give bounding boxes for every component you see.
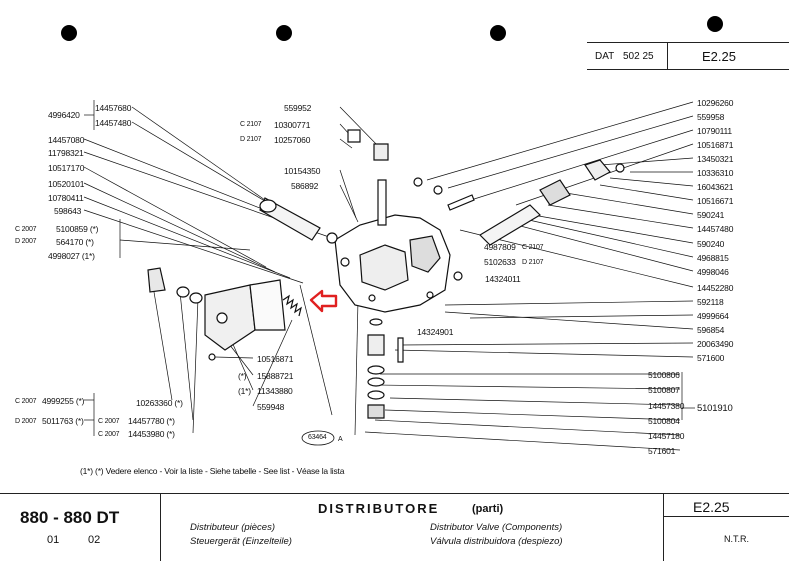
part-number: 559958 xyxy=(697,112,725,122)
part-number: 559948 xyxy=(257,402,285,412)
list-note: (1*) (*) Vedere elenco - Voir la liste -… xyxy=(80,466,345,476)
part-number: 4998046 xyxy=(697,267,729,277)
part-number: 10516871 xyxy=(697,140,734,150)
punch-hole xyxy=(61,25,77,41)
part-number: 11343880 xyxy=(257,386,293,396)
part-number: 14457480 xyxy=(95,118,132,128)
part-number: 598643 xyxy=(54,206,82,216)
part-number: 14457180 xyxy=(648,431,685,441)
part-number: 5100807 xyxy=(648,385,680,395)
ntr-label: N.T.R. xyxy=(724,534,750,544)
part-number: 10300771 xyxy=(274,120,311,130)
part-number: 10257060 xyxy=(274,135,311,145)
part-number: 10516871 xyxy=(257,354,294,364)
part-number: 5102633 xyxy=(484,257,516,267)
variant-label: D 2007 xyxy=(15,418,37,425)
title-de: Steuergerät (Einzelteile) xyxy=(190,536,292,547)
highlight-arrow xyxy=(309,289,338,313)
part-number: (*) xyxy=(238,371,247,381)
variant-label: D 2107 xyxy=(240,136,262,143)
title-it-sub: (parti) xyxy=(472,503,504,515)
page-code: E2.25 xyxy=(702,49,736,64)
dat-value: 502 25 xyxy=(623,51,654,62)
part-number: 15888721 xyxy=(257,371,294,381)
part-number: 10520101 xyxy=(48,179,85,189)
model-name: 880 - 880 DT xyxy=(20,508,120,527)
part-number: (1*) xyxy=(238,386,251,396)
group-number: 5101910 xyxy=(697,403,733,414)
variant-label: C 2007 xyxy=(98,418,120,425)
part-number: 14457480 xyxy=(697,224,734,234)
variant-label: C 2007 xyxy=(98,431,120,438)
header-box: DAT 502 25 E2.25 xyxy=(587,42,789,70)
part-number: 559952 xyxy=(284,103,312,113)
part-number: 4996420 xyxy=(48,110,80,120)
title-es: Válvula distribuidora (despiezo) xyxy=(430,536,563,547)
part-number: 14453980 (*) xyxy=(128,429,175,439)
part-number: 4968815 xyxy=(697,253,729,263)
part-number: 20063490 xyxy=(697,339,734,349)
part-number: 14457380 xyxy=(648,401,685,411)
part-number: 14324901 xyxy=(417,327,454,337)
part-number: 596854 xyxy=(697,325,725,335)
date-a: 01 xyxy=(47,534,60,546)
part-number: 4999664 xyxy=(697,311,729,321)
part-number: 571601 xyxy=(648,446,676,456)
variant-label: C 2107 xyxy=(240,121,262,128)
footer: 880 - 880 DT 01 02 DISTRIBUTORE (parti) … xyxy=(0,493,789,561)
part-number: 5100804 xyxy=(648,416,680,426)
variant-label: C 2007 xyxy=(15,398,37,405)
part-number: 11798321 xyxy=(48,148,84,158)
date-b: 02 xyxy=(88,534,101,546)
title-fr: Distributeur (pièces) xyxy=(190,522,275,533)
dat-label: DAT xyxy=(595,51,615,62)
punch-hole xyxy=(490,25,506,41)
part-number: 590241 xyxy=(697,210,725,220)
variant-label: C 2107 xyxy=(522,244,544,251)
part-number: 590240 xyxy=(697,239,725,249)
part-number: 5100859 (*) xyxy=(56,224,99,234)
part-number: 4998027 (1*) xyxy=(48,251,95,261)
part-number: 10263360 (*) xyxy=(136,398,183,408)
variant-label: C 2007 xyxy=(15,226,37,233)
punch-hole xyxy=(276,25,292,41)
part-number: 14457080 xyxy=(48,135,85,145)
title-en: Distributor Valve (Components) xyxy=(430,522,563,533)
part-number: 571600 xyxy=(697,353,725,363)
part-number: 5011763 (*) xyxy=(42,416,84,426)
part-number: 4999255 (*) xyxy=(42,396,85,406)
exploded-diagram xyxy=(83,100,695,451)
variant-label: D 2007 xyxy=(15,238,37,245)
part-number: 14324011 xyxy=(485,274,521,284)
part-number: 10780411 xyxy=(48,193,84,203)
part-number: 14457780 (*) xyxy=(128,416,175,426)
figure-suffix: A xyxy=(338,436,343,443)
part-number: 10336310 xyxy=(697,168,734,178)
part-number: 10154350 xyxy=(284,166,321,176)
part-number: 14452280 xyxy=(697,283,734,293)
part-number: 5100806 xyxy=(648,370,680,380)
part-number: 10790111 xyxy=(697,126,732,136)
part-number: 4987809 xyxy=(484,242,516,252)
part-number: 586892 xyxy=(291,181,319,191)
punch-hole xyxy=(707,16,723,32)
title-it: DISTRIBUTORE xyxy=(318,501,440,516)
figure-ref: 63464 xyxy=(308,434,327,441)
part-number: 10296260 xyxy=(697,98,734,108)
part-number: 10516671 xyxy=(697,196,734,206)
variant-label: D 2107 xyxy=(522,259,544,266)
part-number: 13450321 xyxy=(697,154,734,164)
footer-page-code: E2.25 xyxy=(693,499,730,515)
part-number: 16043621 xyxy=(697,182,734,192)
part-number: 592118 xyxy=(697,297,724,307)
part-number: 564170 (*) xyxy=(56,237,94,247)
part-number: 10517170 xyxy=(48,163,85,173)
part-number: 14457680 xyxy=(95,103,132,113)
